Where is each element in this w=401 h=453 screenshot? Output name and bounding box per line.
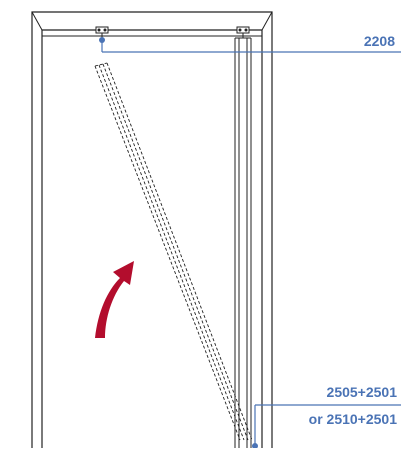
frame-corner-right [261,11,273,31]
callout-label-bottom-line1: 2505+2501 [326,384,397,400]
curved-arrow-icon [95,261,134,338]
callout-label-bottom-line2: or 2510+2501 [308,411,397,427]
inner-frame [41,29,263,448]
top-hinge-right [236,26,250,38]
swinging-panel [94,62,253,441]
callout-leader-top [99,37,401,53]
frame-corner-left [31,11,43,31]
closed-panel [234,37,252,448]
outer-frame [31,11,273,448]
callout-label-top-hinge: 2208 [363,33,395,49]
